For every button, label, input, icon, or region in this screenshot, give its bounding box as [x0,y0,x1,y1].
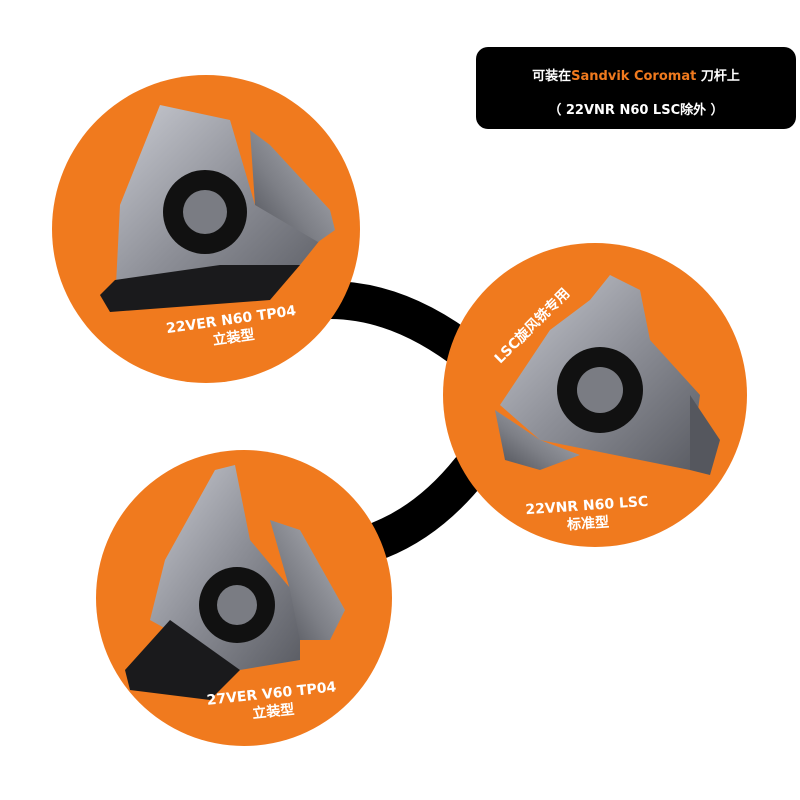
compat-suffix: 刀杆上 [696,69,740,84]
brand-name: Sandvik Coromat [571,69,697,84]
compatibility-note-box: 可装在Sandvik Coromat 刀杆上 （ 22VNR N60 LSC除外… [476,47,796,129]
insert-circle-1 [52,75,360,383]
insert-circle-2 [443,243,747,547]
compat-prefix: 可装在 [532,69,572,84]
insert-circle-3 [96,450,392,746]
insert-1-shadow [100,265,300,312]
exception-note: （ 22VNR N60 LSC除外 ） [548,103,724,118]
insert-3-shadow [125,620,240,700]
compatibility-line: 可装在Sandvik Coromat 刀杆上 [476,65,796,84]
